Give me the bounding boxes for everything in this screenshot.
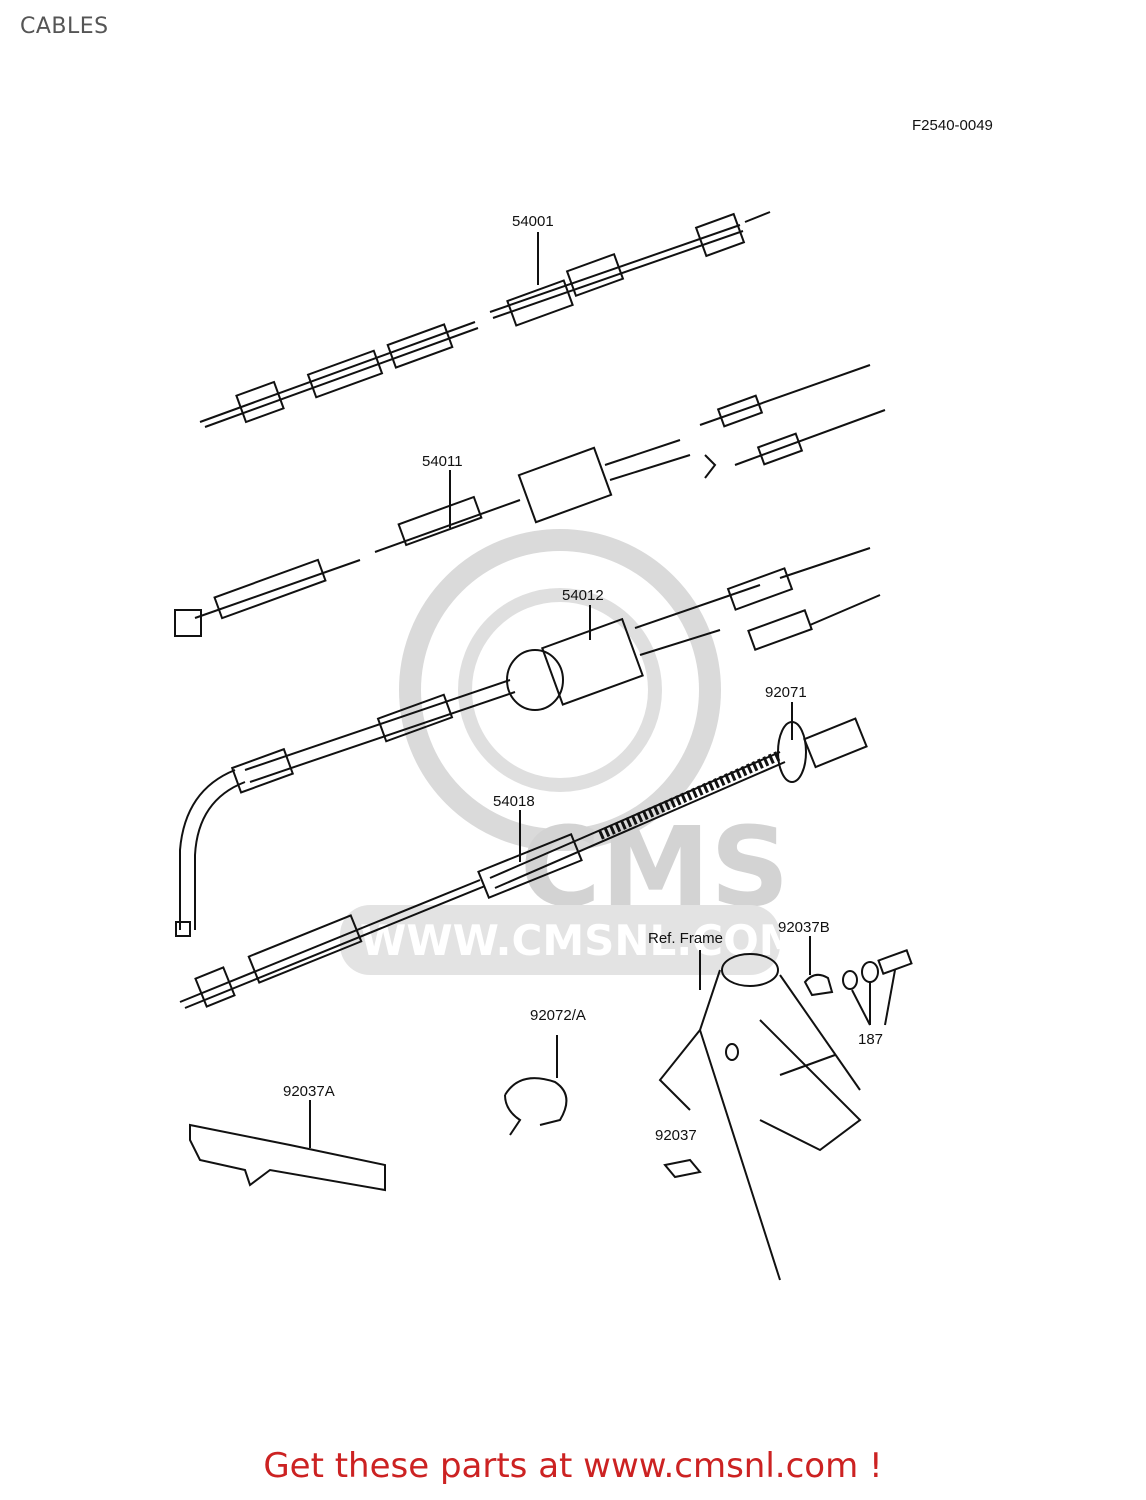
cable-54001 [199, 211, 771, 428]
cable-54012 [175, 547, 881, 937]
clamp-92037 [663, 1158, 702, 1179]
callout-92071: 92071 [765, 684, 807, 701]
callout-ref-frame: Ref. Frame [648, 930, 723, 947]
cable-54018 [179, 717, 868, 1009]
callout-54011: 54011 [422, 453, 463, 470]
cable-54011 [174, 364, 886, 637]
clip-92037B [803, 973, 834, 997]
callout-92072A: 92072/A [530, 1007, 586, 1024]
callout-92037: 92037 [655, 1127, 697, 1144]
callout-187: 187 [858, 1031, 883, 1048]
callout-54018: 54018 [493, 793, 535, 810]
footer-link[interactable]: Get these parts at www.cmsnl.com ! [263, 1446, 883, 1486]
bolt-187 [842, 949, 913, 1026]
band-92072A [504, 1035, 568, 1136]
figure-code: F2540-0049 [912, 117, 993, 134]
callout-54001: 54001 [512, 213, 554, 230]
callout-92037A: 92037A [283, 1083, 335, 1100]
bracket-92037A [189, 1100, 386, 1192]
callout-92037B: 92037B [778, 919, 830, 936]
watermark-url: WWW.CMSNL.COM [360, 916, 801, 965]
callout-54012: 54012 [562, 587, 604, 604]
page-title: CABLES [20, 14, 109, 39]
ref-frame-drawing [658, 953, 862, 1281]
cable-drawings [174, 211, 913, 1281]
parts-diagram: CMS WWW.CMSNL.COM [174, 117, 993, 1281]
